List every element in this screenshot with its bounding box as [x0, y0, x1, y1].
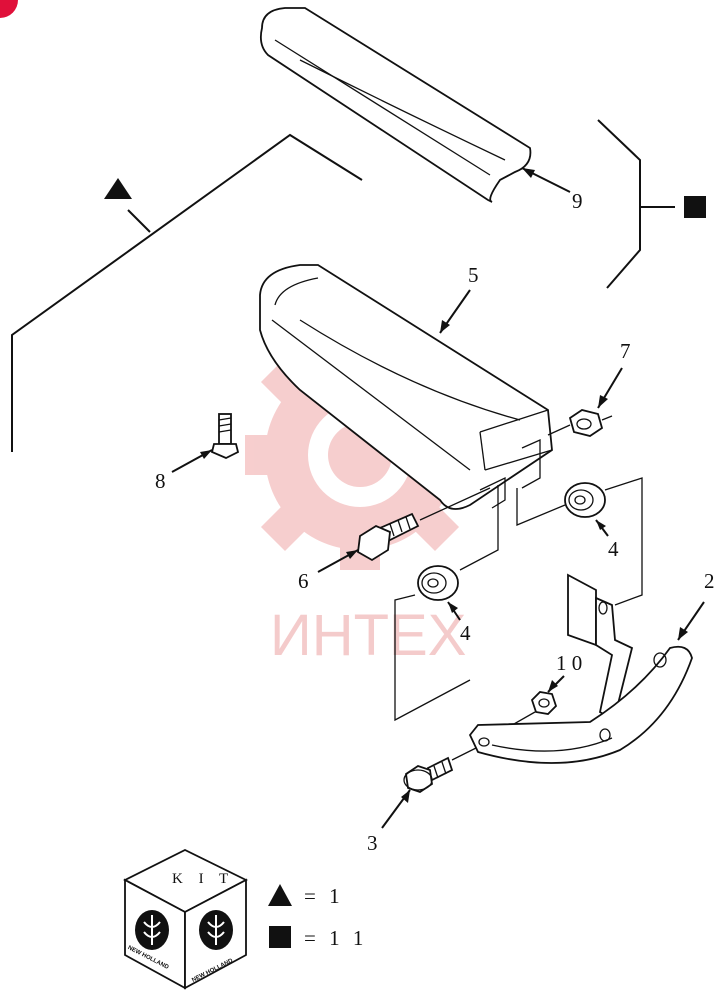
legend-square-text: = 1 1 — [304, 926, 367, 950]
part-7-nut — [568, 409, 604, 437]
part-4-bearing-upper — [564, 482, 606, 518]
triangle-bracket — [11, 133, 363, 452]
watermark-text: ИНТЕХ — [270, 603, 466, 668]
square-icon — [684, 196, 706, 218]
label-4b: 4 — [460, 621, 471, 645]
part-3-bolt — [403, 756, 454, 793]
label-3: 3 — [367, 831, 378, 855]
kit-label: K I T — [172, 871, 234, 887]
label-7: 7 — [620, 339, 631, 363]
kit-cube: K I T NEW HOLLAND NEW HOLLAND — [123, 848, 248, 990]
label-9: 9 — [572, 189, 583, 213]
part-6-bolt — [357, 512, 420, 562]
part-9-armrest-pad — [259, 7, 532, 203]
kit-legend: = 1 = 1 1 — [268, 884, 367, 950]
part-2-bracket — [468, 573, 693, 764]
label-6: 6 — [298, 569, 309, 593]
part-5-armrest — [259, 264, 553, 510]
triangle-icon — [104, 178, 132, 199]
legend-square-icon — [269, 926, 291, 948]
part-8-bolt — [210, 413, 240, 459]
label-8: 8 — [155, 469, 166, 493]
square-bracket — [597, 119, 706, 289]
label-2: 2 — [704, 569, 715, 593]
part-4-bearing-lower — [417, 565, 459, 601]
part-10-nut — [530, 691, 558, 715]
corner-badge — [0, 0, 18, 18]
legend-triangle-icon — [268, 884, 292, 906]
label-10: 1 0 — [556, 651, 582, 675]
label-5: 5 — [468, 263, 479, 287]
label-4a: 4 — [608, 537, 619, 561]
legend-triangle-text: = 1 — [304, 884, 344, 908]
